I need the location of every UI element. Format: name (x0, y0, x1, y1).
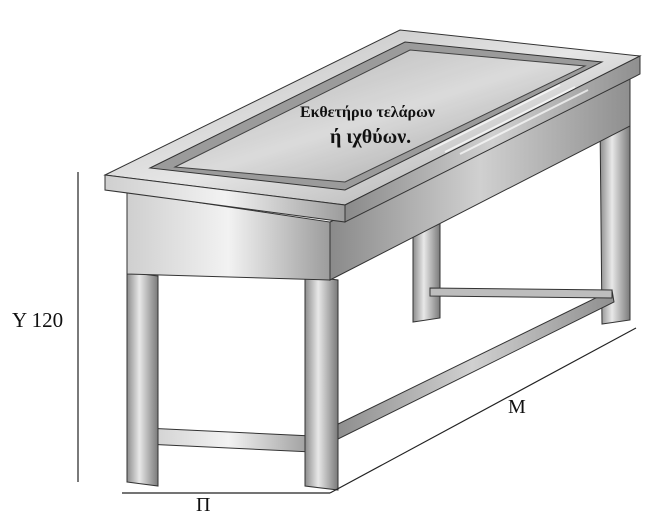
front-crossbar (144, 427, 313, 453)
length-dimension-line (329, 327, 637, 494)
back-middle-leg (412, 221, 441, 323)
length-label: Μ (508, 396, 526, 418)
back-crossbar (429, 287, 613, 299)
front-right-leg (304, 275, 339, 491)
top-side-edge (344, 55, 641, 223)
tray-floor (173, 49, 587, 183)
product-title-line2: ή ιχθύων. (330, 126, 412, 148)
width-label: Π (196, 494, 211, 516)
front-left-leg (126, 271, 159, 487)
side-crossbar (329, 289, 615, 443)
product-title-line1: Εκθετήριο τελάρων (300, 104, 435, 121)
reflection-lines (429, 84, 589, 155)
height-label: Υ 120 (12, 308, 64, 332)
